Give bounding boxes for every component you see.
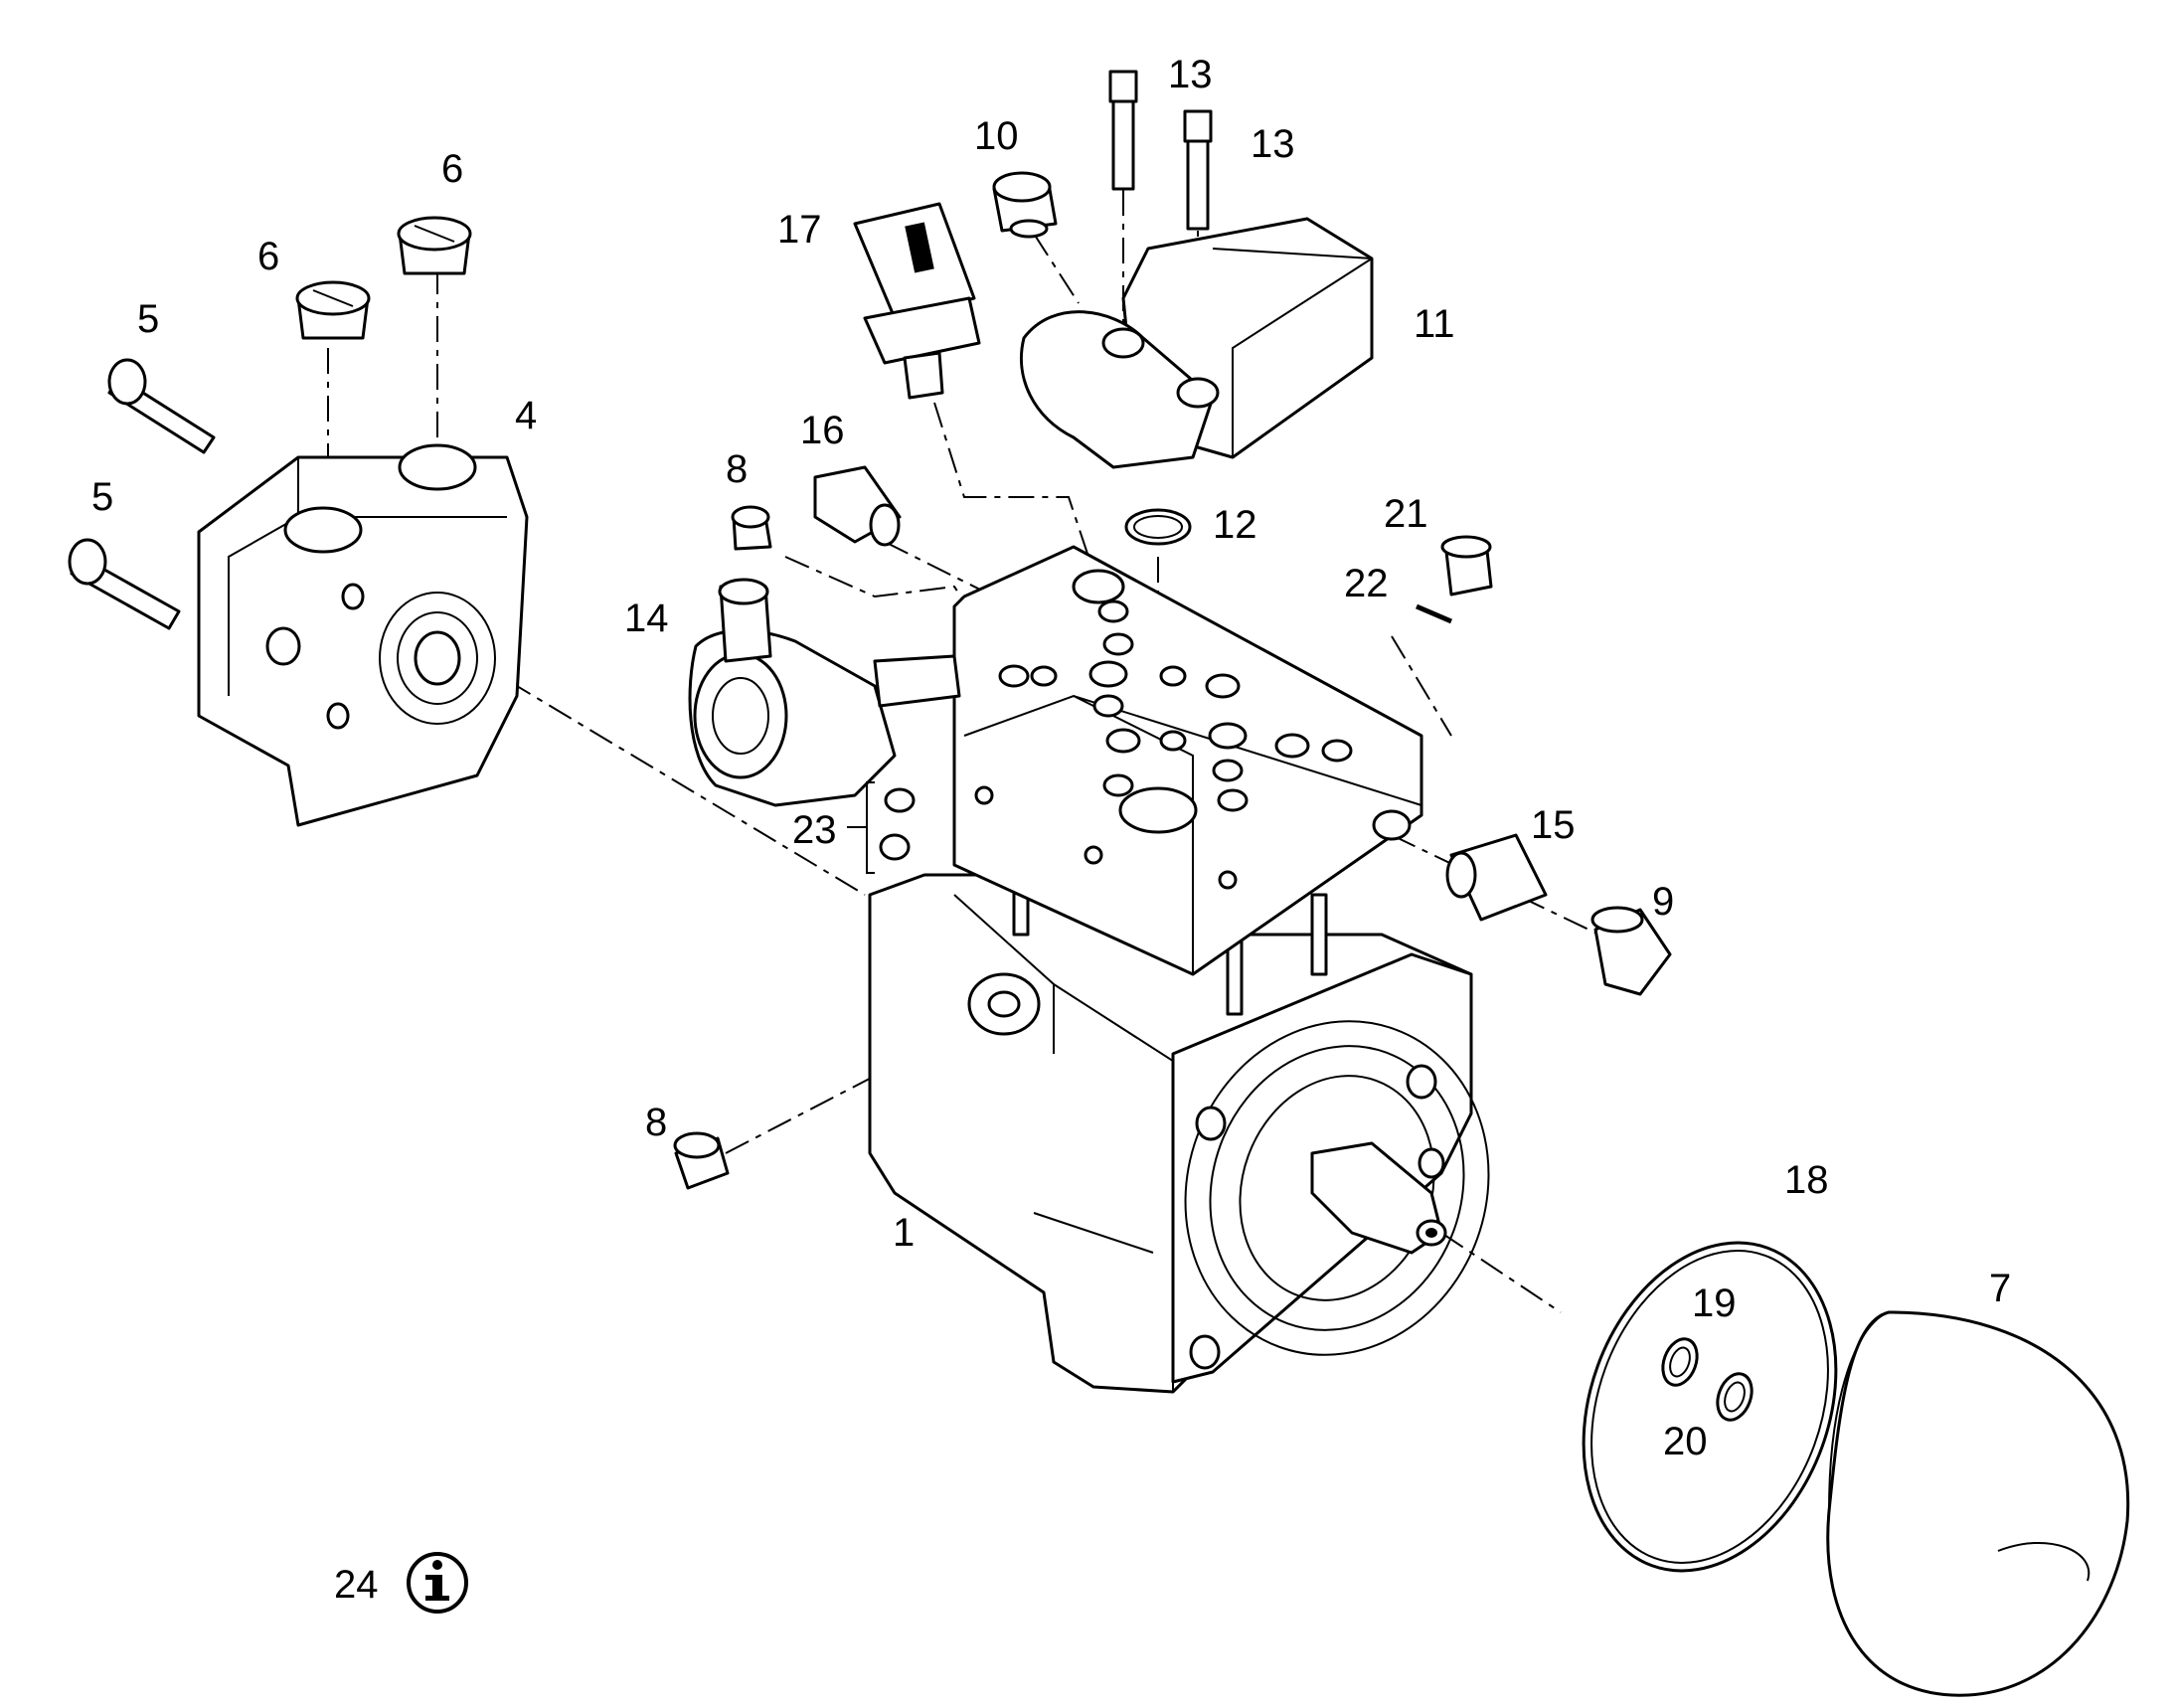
solenoid-valve-part-11 [1019,217,1374,469]
callout-18: 18 [1784,1158,1829,1202]
callout-labels: 1 4 5 5 6 6 7 8 8 9 10 11 12 13 13 14 15… [91,53,2011,1607]
callout-13-lower: 13 [1251,122,1295,166]
gasket-part-18 [1582,1241,1838,1573]
pressure-sensor-part-17 [853,202,981,400]
callout-8-upper: 8 [726,447,748,491]
callout-14: 14 [624,597,669,640]
callout-1: 1 [893,1211,915,1255]
callout-9: 9 [1652,880,1674,924]
callout-11: 11 [1414,302,1455,346]
o-ring-part-20 [1716,1372,1754,1422]
screw-part-13-right [1183,109,1213,231]
callout-16: 16 [800,409,845,452]
screw-part-13-left [1108,70,1138,191]
callout-6-right: 6 [441,147,463,191]
callout-17: 17 [777,208,822,252]
seal-part-22 [1416,603,1452,624]
callout-7: 7 [1989,1267,2011,1310]
plug-part-8-upper [731,505,772,551]
plug-part-6-right [397,216,472,275]
plug-part-8-lower [673,1131,730,1190]
callout-10: 10 [974,114,1019,158]
cap-part-9 [1590,906,1672,996]
info-icon [407,1552,468,1614]
callout-5-upper: 5 [137,297,159,341]
plug-part-10 [992,171,1058,239]
plug-part-6-left [295,280,371,340]
bolt-part-5-lower [68,538,181,630]
pressure-valve-part-14 [688,578,961,807]
pin-part-21 [1440,535,1493,597]
callout-5-lower: 5 [91,475,113,519]
valve-block [952,545,1423,976]
callout-22: 22 [1344,562,1389,605]
pump-housing-part-1 [868,873,1490,1394]
end-cover-part-4 [197,443,529,827]
callout-15: 15 [1531,803,1576,847]
callout-4: 4 [515,394,537,437]
callout-23: 23 [792,808,837,852]
fitting-part-16 [813,465,902,547]
bolt-part-5-upper [107,358,216,454]
o-ring-part-19 [1661,1337,1699,1387]
callout-13-upper: 13 [1168,53,1213,96]
o-ring-part-12 [1124,508,1192,546]
callout-21: 21 [1384,492,1428,536]
callout-19: 19 [1692,1281,1737,1325]
o-ring-set-part-23 [847,781,916,874]
callout-20: 20 [1663,1420,1708,1463]
callout-8-lower: 8 [645,1101,667,1144]
callout-12: 12 [1213,503,1257,547]
cover-cap-part-7 [1826,1310,2130,1697]
fitting-part-15 [1445,833,1548,922]
callout-24: 24 [334,1563,379,1607]
callout-6-left: 6 [257,235,279,278]
